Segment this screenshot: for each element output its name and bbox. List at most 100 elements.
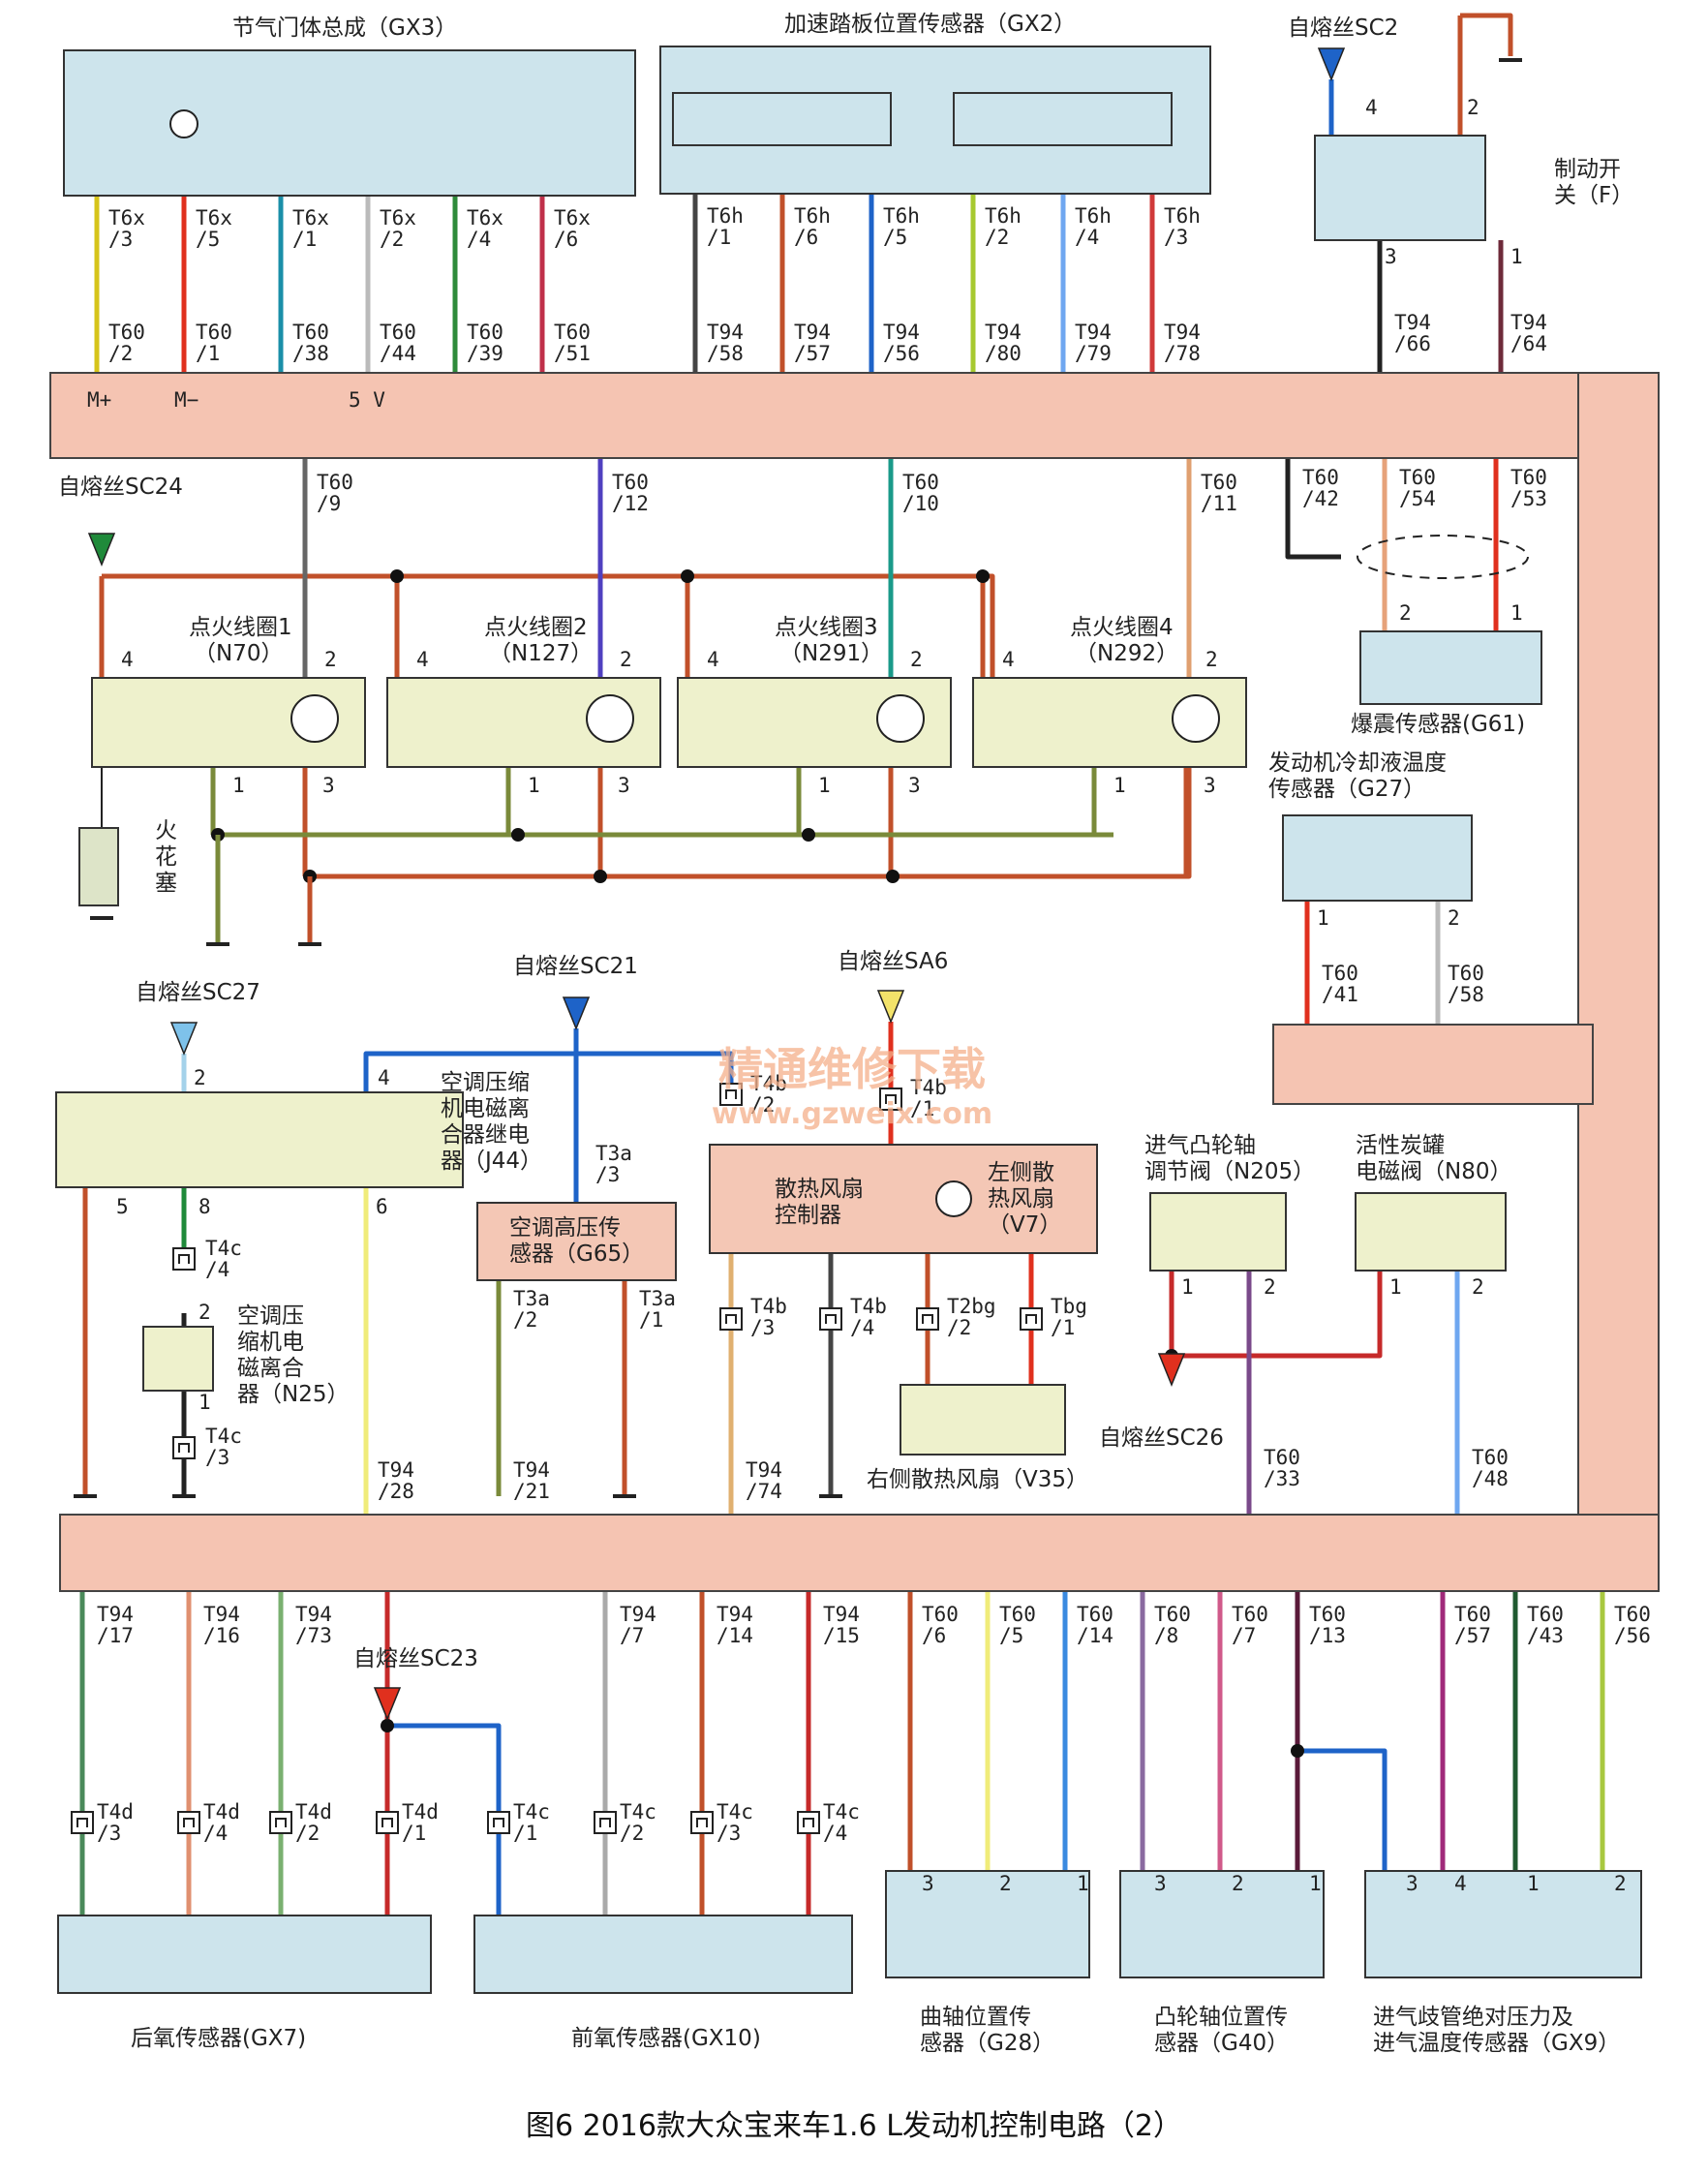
gx3-pin-label: T6x/2: [380, 206, 416, 251]
transistor-icon: [586, 694, 634, 743]
wires: [79, 13, 1605, 1915]
gx7-conn-icon: [177, 1811, 200, 1834]
gx2-ecu-label: T94/58: [707, 321, 744, 365]
sc27-fuse-label: 自熔丝SC27: [136, 980, 260, 1005]
cam-adjust-valve-n205: [1149, 1192, 1287, 1272]
gx2-ecu-label: T94/57: [794, 321, 831, 365]
g28-ecu-label: T60/14: [1077, 1603, 1113, 1647]
brake-title: 制动开关（F）: [1554, 157, 1633, 208]
gx7-conn-icon: [376, 1811, 399, 1834]
j44-pin-2: 2: [194, 1066, 206, 1089]
g40-pin-label: 2: [1232, 1872, 1244, 1895]
fan-conn-tbg-icon: [1020, 1307, 1043, 1331]
sa6-fuse-label: 自熔丝SA6: [838, 949, 948, 974]
g65-pin-2: T3a/2: [513, 1287, 550, 1332]
transistor-icon: [1172, 694, 1220, 743]
gx10-conn-label: T4c/1: [513, 1800, 550, 1845]
coil-ecu-label: T60/12: [612, 471, 649, 515]
coil-pin-2: 2: [620, 648, 632, 671]
knock-ecu-54: T60/54: [1399, 466, 1436, 510]
fan-ctrl-title: 散热风扇控制器: [775, 1177, 864, 1228]
gx2-ecu-label: T94/56: [883, 321, 920, 365]
evap-valve-n80: [1355, 1192, 1507, 1272]
n25-connector-top-icon: [172, 1247, 196, 1271]
junction-dot: [976, 569, 990, 583]
g28-pin-label: 3: [922, 1872, 934, 1895]
brake-wire-ground-b: [1460, 13, 1513, 56]
knock-shield-wire: [1285, 458, 1341, 560]
j44-pin-5: 5: [116, 1195, 129, 1218]
coil-ecu-label: T60/9: [317, 471, 353, 515]
j44-ecu-28: T94/28: [378, 1458, 414, 1503]
fan-conn-t4b4-icon: [819, 1307, 842, 1331]
fan-conn-t4b4: T4b/4: [850, 1295, 887, 1339]
gx10-conn-icon: [487, 1811, 510, 1834]
pedal-track-2: [953, 92, 1173, 146]
connector-pin-icon: [803, 1818, 814, 1827]
coil-pin-4: 4: [416, 648, 429, 671]
connector-pin-icon: [178, 1443, 190, 1453]
gx10-conn-icon: [594, 1811, 617, 1834]
g40-ecu-label: T60/8: [1154, 1603, 1191, 1647]
coil-code-2: （N127）: [489, 641, 593, 666]
gx3-pin-label: T6x/6: [554, 206, 591, 251]
junction-dot: [802, 828, 815, 842]
junction-dot: [886, 870, 900, 883]
v35-title: 右侧散热风扇（V35）: [867, 1467, 1088, 1492]
n25-pin-1: 1: [198, 1391, 211, 1414]
connector-pin-icon: [76, 1818, 88, 1827]
coil-code-4: （N292）: [1075, 641, 1178, 666]
junction-dot: [681, 569, 694, 583]
fan-conn-t4b2: T4b/2: [750, 1072, 787, 1117]
watermark-url: www.gzweix.com: [712, 1097, 992, 1131]
sc2-fuse-label: 自熔丝SC2: [1288, 15, 1398, 41]
fuse-sc2-icon: [1317, 47, 1346, 81]
gx7-ecu-label: T94/16: [203, 1603, 240, 1647]
sensor-gx9: [1364, 1870, 1642, 1978]
coil-pin-4: 4: [121, 648, 134, 671]
gx2-ecu-label: T94/80: [985, 321, 1022, 365]
n205-pin-1: 1: [1181, 1275, 1194, 1299]
connector-pin-icon: [178, 1254, 190, 1264]
gx10-conn-label: T4c/3: [717, 1800, 753, 1845]
knock-pin-2: 2: [1399, 601, 1412, 625]
fan-conn-t4b1: T4b/1: [910, 1076, 947, 1120]
g40-shared-wire: [1297, 1748, 1388, 1871]
gx9-ecu-label: T60/56: [1614, 1603, 1651, 1647]
gx10-conn-icon: [797, 1811, 820, 1834]
gx3-pin-label: T6x/5: [196, 206, 232, 251]
fan-conn-t2bg: T2bg/2: [947, 1295, 996, 1339]
fan-conn-t4b3-icon: [719, 1307, 743, 1331]
fan-conn-t4b1-icon: [879, 1088, 902, 1111]
n80-pin-2: 2: [1472, 1275, 1484, 1299]
coil-name-4: 点火线圈4: [1070, 615, 1174, 640]
figure-caption: 图6 2016款大众宝来车1.6 L发动机控制电路（2）: [526, 2109, 1182, 2143]
gx9-pin-label: 2: [1614, 1872, 1627, 1895]
coil-ecu-label: T60/10: [902, 471, 939, 515]
connector-pin-icon: [725, 1089, 737, 1099]
brake-pin-1: 1: [1510, 245, 1523, 268]
coil-code-3: （N291）: [779, 641, 883, 666]
connector-pin-icon: [725, 1314, 737, 1324]
fan-v7-title: 左侧散热风扇（V7）: [988, 1160, 1061, 1238]
g40-pin-label: 3: [1154, 1872, 1167, 1895]
n25-pin-2: 2: [198, 1301, 211, 1324]
ecu-bus-branch: [1272, 1024, 1594, 1105]
gx10-ecu-label: T94/14: [717, 1603, 753, 1647]
gx3-title: 节气门体总成（GX3）: [232, 15, 457, 41]
gx7-title: 后氧传感器(GX7): [131, 2026, 306, 2051]
gx7-conn-icon: [269, 1811, 292, 1834]
gx3-ecu-label: T60/1: [196, 321, 232, 365]
g65-ecu-21: T94/21: [513, 1458, 550, 1503]
coil-name-1: 点火线圈1: [189, 615, 292, 640]
gx2-pin-label: T6h/5: [883, 204, 920, 249]
g28-pin-label: 1: [1077, 1872, 1089, 1895]
gx10-conn-icon: [690, 1811, 714, 1834]
g40-ecu-label: T60/13: [1309, 1603, 1346, 1647]
gx2-pin-label: T6h/1: [707, 204, 744, 249]
g65-pin-1: T3a/1: [639, 1287, 676, 1332]
connector-pin-icon: [885, 1094, 897, 1104]
fan-motor-icon: [935, 1180, 972, 1217]
coil-pin-3: 3: [322, 774, 335, 797]
gx7-conn-label: T4d/3: [97, 1800, 134, 1845]
